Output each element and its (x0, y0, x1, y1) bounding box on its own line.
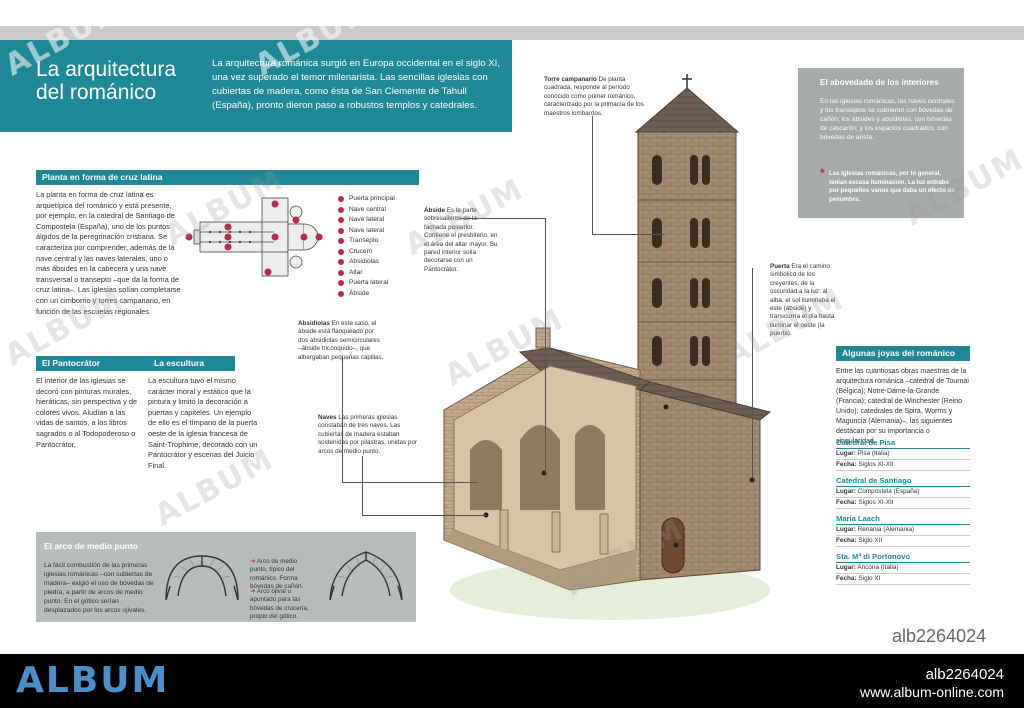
legend-item: Nave central (338, 205, 395, 216)
title-line-1: La arquitectura (36, 58, 177, 81)
joya-name: Sta. Mª di Portonovo (836, 552, 970, 563)
joya-card: María Laach Lugar: Renania (Alemania) Fe… (836, 514, 970, 547)
abovedado-text: En las iglesias románicas, las naves cen… (820, 98, 955, 141)
arco-note-1: ➜ Arco de medio punto, típico del románi… (250, 558, 304, 591)
top-margin (0, 0, 1024, 26)
pantocrator-heading: El Pantocrátor (36, 356, 148, 371)
abovedado-heading: El abovedado de los interiores (820, 78, 939, 87)
site-url[interactable]: www.album-online.com (860, 684, 1004, 700)
arco-heading: El arco de medio punto (44, 541, 138, 551)
joya-name: María Laach (836, 514, 970, 525)
annot-torre: Torre campanario De planta cuadrada, res… (544, 76, 644, 117)
legend-item: Altar (338, 268, 395, 279)
joyas-heading: Algunas joyas del románico (836, 346, 970, 361)
joya-card: Catedral de Santiago Lugar: Compostela (… (836, 476, 970, 509)
album-logo: ALBUM (16, 660, 170, 701)
arrow-icon: ➜ (250, 588, 256, 595)
plan-legend: Puerta principal Nave central Nave later… (338, 194, 395, 299)
legend-item: Ábside (338, 289, 395, 300)
round-arch-vault-drawing (165, 555, 239, 601)
escultura-text: La escultura tuvo el mismo carácter mora… (148, 376, 258, 470)
annot-puerta: Puerta Era el camino simbólico de los cr… (770, 263, 836, 338)
plan-diagram (185, 197, 323, 277)
joya-card: Sta. Mª di Portonovo Lugar: Ancona (Ital… (836, 552, 970, 585)
church-illustration (443, 74, 772, 620)
legend-item: Crucero (338, 247, 395, 258)
legend-item: Nave lateral (338, 226, 395, 237)
annot-abside: Ábside Es la parte sobresaliente de la f… (424, 207, 498, 273)
joya-fecha-row: Fecha: Siglos XI-XII (836, 498, 970, 509)
joya-lugar-row: Lugar: Renania (Alemania) (836, 525, 970, 536)
joya-fecha-row: Fecha: Siglo XI (836, 574, 970, 585)
legend-item: Puerta principal (338, 194, 395, 205)
pointed-arch-vault-drawing (329, 551, 403, 601)
annot-naves: Naves Las primeras iglesias constaban de… (318, 414, 418, 455)
arco-note-2: ➜ Arco ojival u apuntado para las bóveda… (250, 588, 309, 621)
joya-fecha-row: Fecha: Siglo XII (836, 536, 970, 547)
footer-bar (0, 654, 1024, 708)
page-title: La arquitectura del románico (36, 58, 206, 104)
joya-fecha-row: Fecha: Siglos XI-XII (836, 460, 970, 471)
image-code-grey: alb2264024 (892, 626, 987, 646)
intro-text: La arquitectura románica surgió en Europ… (212, 58, 500, 111)
arrow-icon: ➜ (250, 558, 256, 565)
image-code: alb2264024 (925, 666, 1004, 683)
title-line-2: del románico (36, 81, 157, 104)
joya-lugar-row: Lugar: Pisa (Italia) (836, 449, 970, 460)
joya-card: Catedral de Pisa Lugar: Pisa (Italia) Fe… (836, 438, 970, 471)
top-grey-strip (0, 26, 1024, 40)
asterisk-icon: * (820, 166, 825, 180)
legend-item: Transepto (338, 236, 395, 247)
legend-item: Nave lateral (338, 215, 395, 226)
joyas-text: Entre las cuantiosas obras maestras de l… (836, 368, 969, 445)
joya-lugar-row: Lugar: Ancona (Italia) (836, 563, 970, 574)
joya-name: Catedral de Pisa (836, 438, 970, 449)
pantocrator-text: El interior de las iglesias se decoró co… (36, 376, 138, 449)
legend-item: Absidiolas (338, 257, 395, 268)
abovedado-note: Las iglesias románicas, por lo general, … (829, 170, 955, 203)
abovedado-panel (798, 68, 964, 218)
escultura-heading: La escultura (148, 356, 235, 371)
joya-lugar-row: Lugar: Compostela (España) (836, 487, 970, 498)
joya-name: Catedral de Santiago (836, 476, 970, 487)
arco-text: La fácil combustión de las primeras igle… (44, 562, 154, 614)
title-banner (0, 40, 512, 132)
annot-absidiolas: Absidiolas En este caso, el ábside está … (298, 320, 384, 361)
planta-heading: Planta en forma de cruz latina (36, 170, 419, 185)
planta-text: La planta en forma de cruz latina es arq… (36, 190, 181, 316)
legend-item: Puerta lateral (338, 278, 395, 289)
